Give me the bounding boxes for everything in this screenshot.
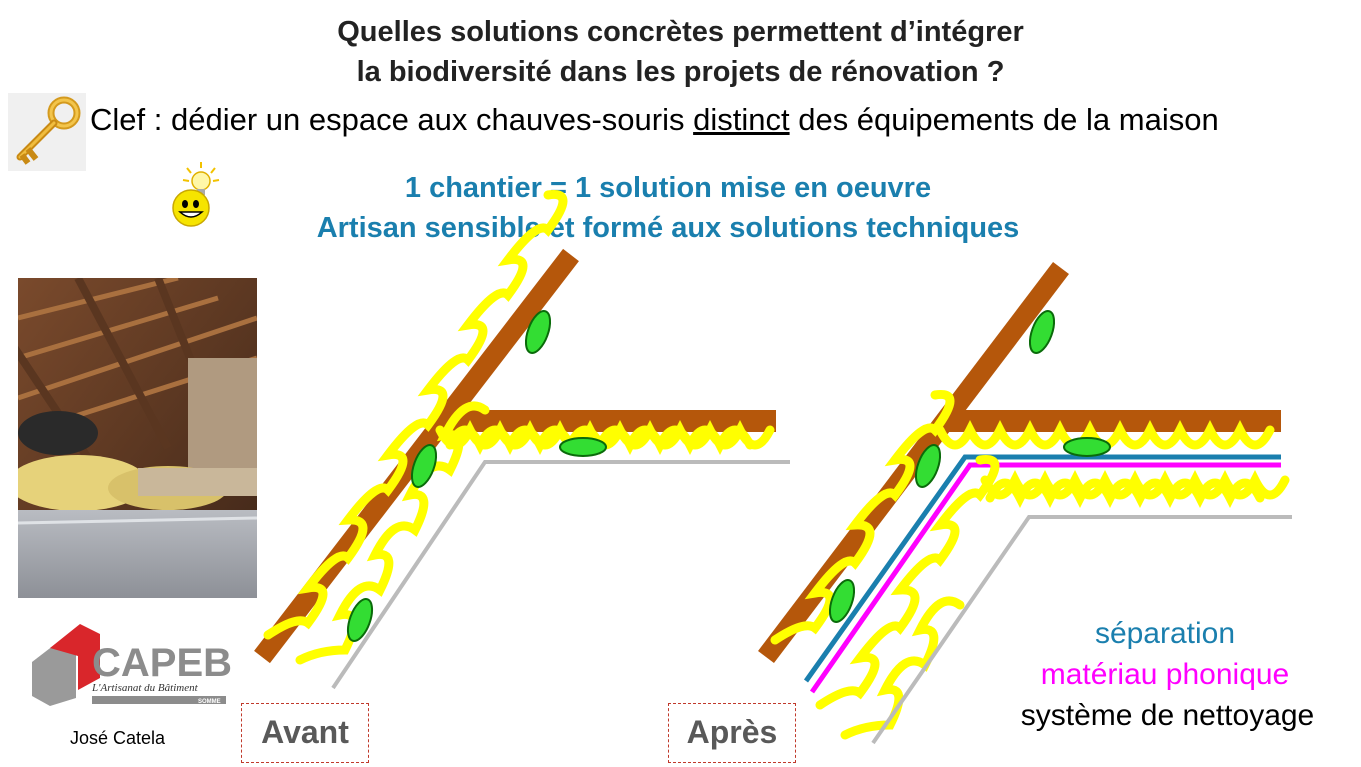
plaster-board-before [331, 460, 790, 690]
key-statement-underlined: distinct [693, 102, 790, 137]
diagram-after [758, 261, 1292, 745]
legend-separation: séparation [1094, 617, 1236, 650]
bat-roost-4-after [828, 579, 856, 623]
bat-roost-2-before [410, 444, 438, 488]
logo-name: CAPEB [92, 641, 232, 685]
key-statement-suffix: des équipements de la maison [789, 102, 1219, 137]
key-statement: Clef : dédier un espace aux chauves-sour… [90, 102, 1219, 138]
attic-photo [18, 278, 257, 598]
bat-roost-1-before [524, 310, 552, 354]
insulation-lower-after [815, 454, 1290, 740]
title-line-2: la biodiversité dans les projets de réno… [356, 56, 1005, 88]
logo-region: SOMME [198, 699, 221, 705]
diagram-before [254, 189, 790, 690]
label-after: Après [668, 703, 796, 763]
title-line-1: Quelles solutions concrètes permettent d… [337, 16, 1024, 48]
plaster-board-after [871, 515, 1292, 745]
separation-layer [803, 454, 1281, 683]
highlight-line-2: Artisan sensible et formé aux solutions … [316, 212, 1020, 244]
bat-roost-3-after [1063, 437, 1111, 457]
highlight-line-1: 1 chantier = 1 solution mise en oeuvre [404, 172, 932, 204]
key-statement-prefix: Clef : dédier un espace aux chauves-sour… [90, 102, 694, 137]
bat-roost-1-after [1028, 310, 1056, 354]
bat-roost-4-before [346, 598, 374, 642]
legend-cleaning-system: système de nettoyage [1020, 699, 1315, 732]
author-name: José Catela [70, 728, 166, 748]
phonic-material-layer [809, 462, 1281, 694]
capeb-logo: CAPEB L'Artisanat du Bâtiment SOMME [28, 620, 232, 710]
key-icon [8, 93, 86, 171]
bat-roost-2-after [914, 444, 942, 488]
logo-tagline: L'Artisanat du Bâtiment [91, 682, 199, 694]
label-before: Avant [241, 703, 369, 763]
highlight-statements: 1 chantier = 1 solution mise en oeuvre A… [0, 168, 1336, 248]
smiley-lightbulb-icon [165, 160, 233, 230]
bat-roost-3-before [559, 437, 607, 457]
legend-phonic-material: matériau phonique [1040, 658, 1290, 691]
insulation-horizontal-before [435, 419, 775, 456]
page-title: Quelles solutions concrètes permettent d… [0, 12, 1361, 92]
